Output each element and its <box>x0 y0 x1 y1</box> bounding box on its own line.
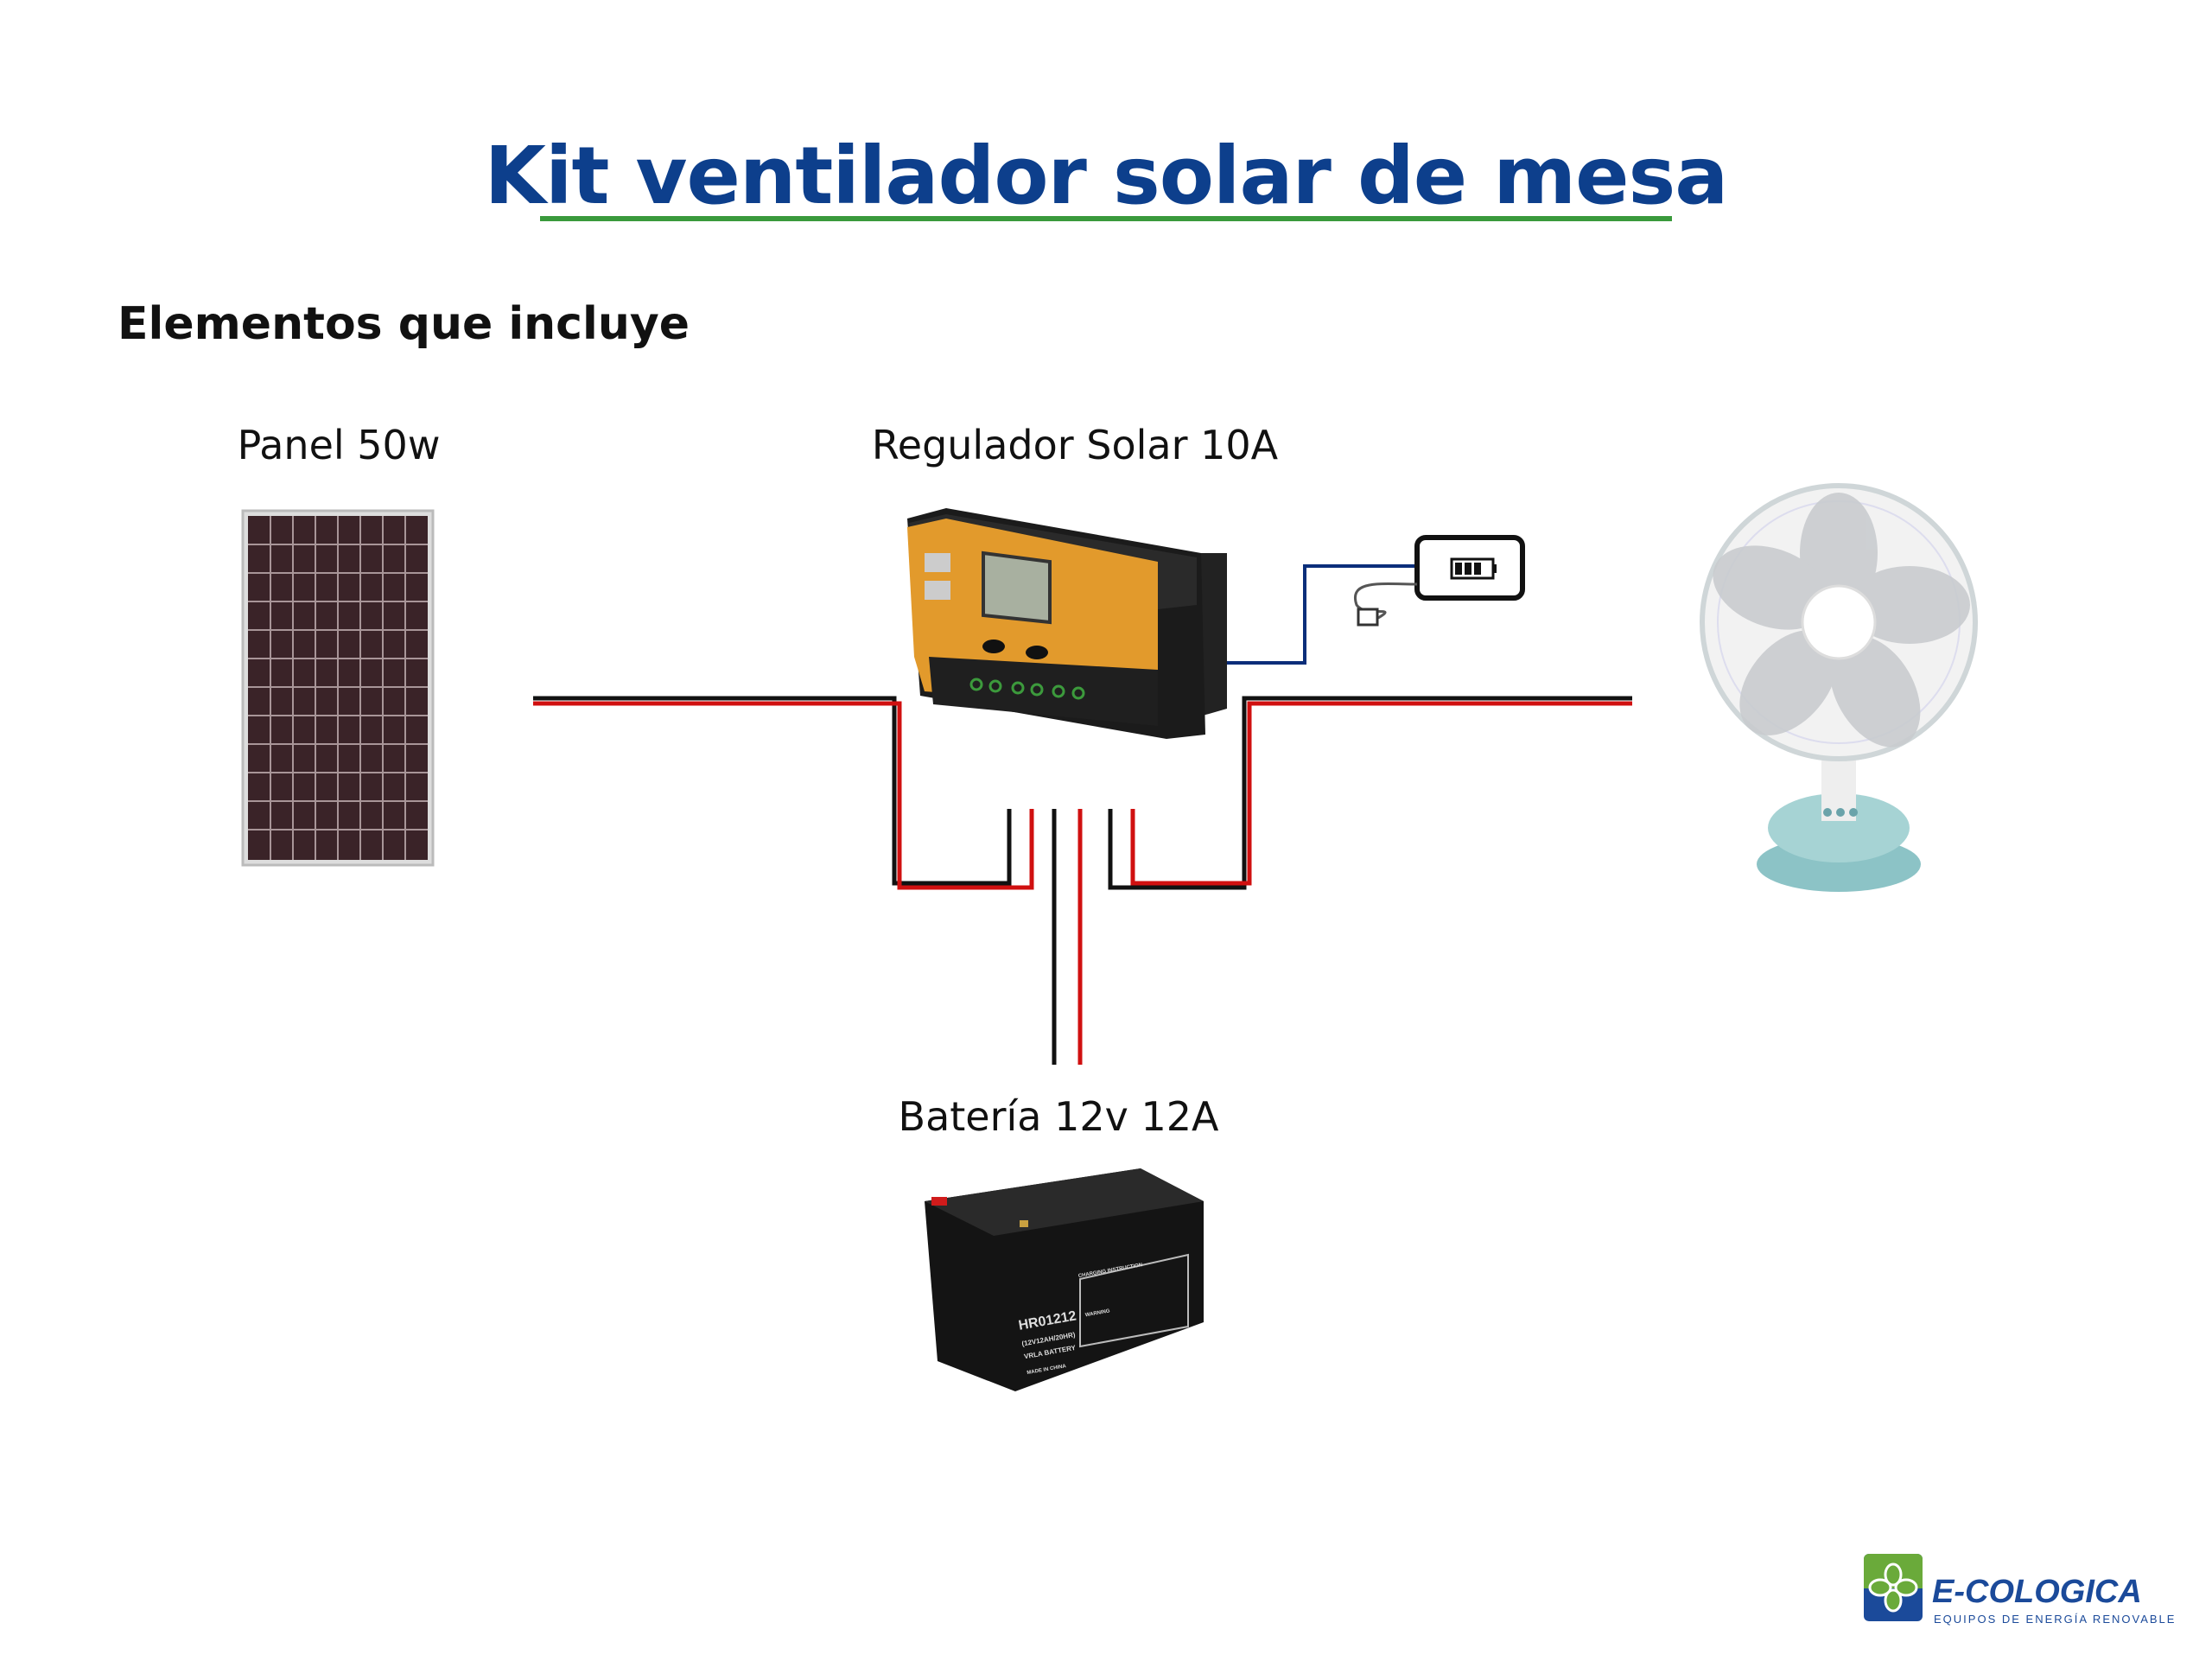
wire-usb-blue <box>1227 564 1417 665</box>
solar-regulator-image <box>907 508 1227 739</box>
wire-panel-red <box>533 701 1034 890</box>
battery-image <box>925 1168 1204 1391</box>
section-heading: Elementos que incluye <box>118 298 690 350</box>
wire-panel-black <box>533 696 1012 886</box>
page-title: Kit ventilador solar de mesa <box>484 130 1729 222</box>
battery-warning: WARNING <box>1085 1308 1111 1318</box>
desk-fan-image <box>1700 483 1978 892</box>
logo-tagline: EQUIPOS DE ENERGÍA RENOVABLE <box>1934 1613 2176 1626</box>
panel-label: Panel 50w <box>237 422 441 468</box>
battery-label: Batería 12v 12A <box>898 1093 1219 1140</box>
phone-charging-icon <box>1353 535 1525 627</box>
e-cologica-logo: E-COLOGICA EQUIPOS DE ENERGÍA RENOVABLE <box>1864 1554 2176 1626</box>
title-underline <box>540 216 1672 221</box>
regulator-label: Regulador Solar 10A <box>871 422 1279 468</box>
wires <box>533 564 1632 1065</box>
wire-fan-black <box>1108 696 1632 890</box>
logo-name: E-COLOGICA <box>1932 1574 2142 1610</box>
wire-fan-red <box>1130 701 1632 886</box>
solar-panel-image <box>241 509 435 867</box>
